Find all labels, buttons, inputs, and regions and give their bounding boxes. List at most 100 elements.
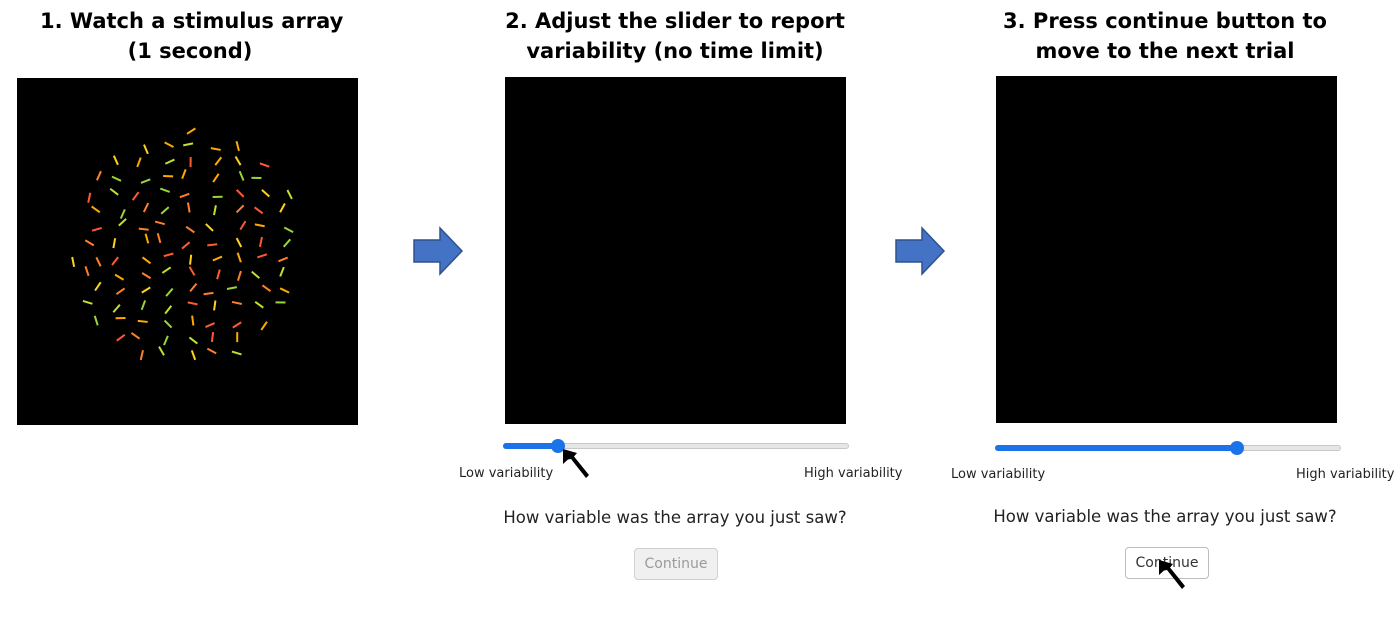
stimulus-line [189, 254, 193, 265]
stimulus-line [138, 227, 149, 231]
stimulus-line [131, 191, 140, 201]
slider-fill [995, 445, 1238, 451]
stimulus-line [163, 252, 174, 258]
stimulus-array [71, 127, 294, 361]
stimulus-line [156, 232, 162, 244]
high-variability-label: High variability [804, 466, 903, 481]
blank-display-panel-step2 [505, 77, 846, 424]
stimulus-line [213, 205, 217, 216]
stimulus-line [253, 206, 264, 215]
stimulus-line [143, 144, 149, 155]
stimulus-line [163, 319, 173, 329]
step1-title-line1: 1. Watch a stimulus array [40, 9, 344, 33]
stimulus-line [163, 335, 169, 346]
stimulus-line [95, 256, 102, 267]
stimulus-line [212, 173, 220, 183]
variability-slider-step3[interactable] [995, 434, 1341, 464]
stimulus-line [140, 178, 151, 184]
stimulus-line [142, 202, 150, 213]
stimulus-line [112, 155, 119, 166]
stimulus-line [141, 256, 152, 265]
stimulus-line [210, 147, 221, 151]
stimulus-line [118, 218, 127, 227]
stimulus-line [236, 252, 242, 263]
stimulus-line [87, 192, 92, 203]
stimulus-line [210, 332, 215, 343]
stimulus-line [235, 140, 240, 152]
stimulus-line [111, 256, 119, 266]
stimulus-line [254, 223, 265, 228]
stimulus-line [141, 272, 152, 280]
stimulus-line [137, 319, 148, 323]
stimulus-line [258, 236, 263, 248]
stimulus-line [236, 270, 242, 281]
stimulus-line [183, 142, 194, 147]
stimulus-line [206, 347, 217, 355]
slider-thumb[interactable] [551, 439, 566, 453]
step2-title-line2: variability (no time limit) [526, 39, 824, 63]
stimulus-line [164, 158, 175, 165]
stimulus-line [279, 287, 290, 294]
stimulus-line [130, 332, 141, 340]
low-variability-label: Low variability [951, 467, 1046, 482]
stimulus-line [139, 349, 144, 361]
stimulus-line [140, 300, 147, 311]
stimulus-line [181, 168, 187, 180]
stimulus-line [205, 223, 214, 232]
stimulus-line [283, 226, 294, 233]
stimulus-line [231, 300, 243, 305]
slider-thumb[interactable] [1230, 441, 1245, 455]
stimulus-line [179, 192, 190, 199]
stimulus-line [82, 299, 93, 305]
high-variability-label: High variability [1296, 467, 1395, 482]
stimulus-line [111, 175, 122, 182]
stimulus-line [136, 157, 142, 168]
stimulus-line [188, 266, 196, 276]
question-text: How variable was the array you just saw? [503, 508, 847, 527]
stimulus-line [186, 202, 191, 213]
stimulus-line [231, 350, 242, 356]
stimulus-line [251, 270, 260, 279]
stimulus-line [114, 273, 125, 281]
stimulus-line [109, 187, 119, 196]
stimulus-line [235, 189, 245, 198]
stimulus-line [212, 255, 223, 262]
stimulus-line [234, 155, 242, 166]
variability-slider-step2[interactable] [503, 432, 849, 462]
stimulus-line [189, 283, 198, 293]
stimulus-line [164, 305, 173, 315]
step3-title-line2: move to the next trial [1035, 39, 1295, 63]
continue-button-disabled[interactable]: Continue [634, 548, 718, 580]
step2-title: 2. Adjust the slider to report variabili… [470, 6, 880, 66]
stimulus-line [191, 315, 195, 326]
stimulus-line [207, 243, 218, 247]
right-arrow-icon [413, 226, 464, 276]
stimulus-line [226, 286, 238, 291]
stimulus-line [213, 300, 217, 311]
stimulus-line [260, 321, 268, 331]
stimulus-line [91, 205, 101, 214]
stimulus-line [84, 239, 95, 247]
stimulus-line [185, 225, 195, 234]
stimulus-line [232, 321, 242, 329]
stimulus-line [203, 291, 214, 296]
step3-title-line1: 3. Press continue button to [1003, 9, 1327, 33]
stimulus-line [164, 141, 174, 148]
blank-display-panel-step3 [996, 76, 1337, 423]
stimulus-line [279, 203, 286, 213]
stimulus-line [239, 220, 247, 231]
stimulus-line [84, 265, 90, 277]
stimulus-line [160, 206, 170, 215]
question-text: How variable was the array you just saw? [993, 507, 1337, 526]
stimulus-line [91, 226, 102, 232]
stimulus-line [119, 208, 126, 219]
stimulus-line [278, 256, 289, 263]
step3-title: 3. Press continue button to move to the … [960, 6, 1370, 66]
stimulus-array-panel [17, 78, 358, 425]
stimulus-line [188, 336, 198, 345]
stimulus-line [235, 204, 245, 214]
stimulus-line [261, 284, 272, 292]
slider-fill [503, 443, 559, 449]
stimulus-line [235, 237, 243, 248]
stimulus-line [158, 346, 165, 356]
